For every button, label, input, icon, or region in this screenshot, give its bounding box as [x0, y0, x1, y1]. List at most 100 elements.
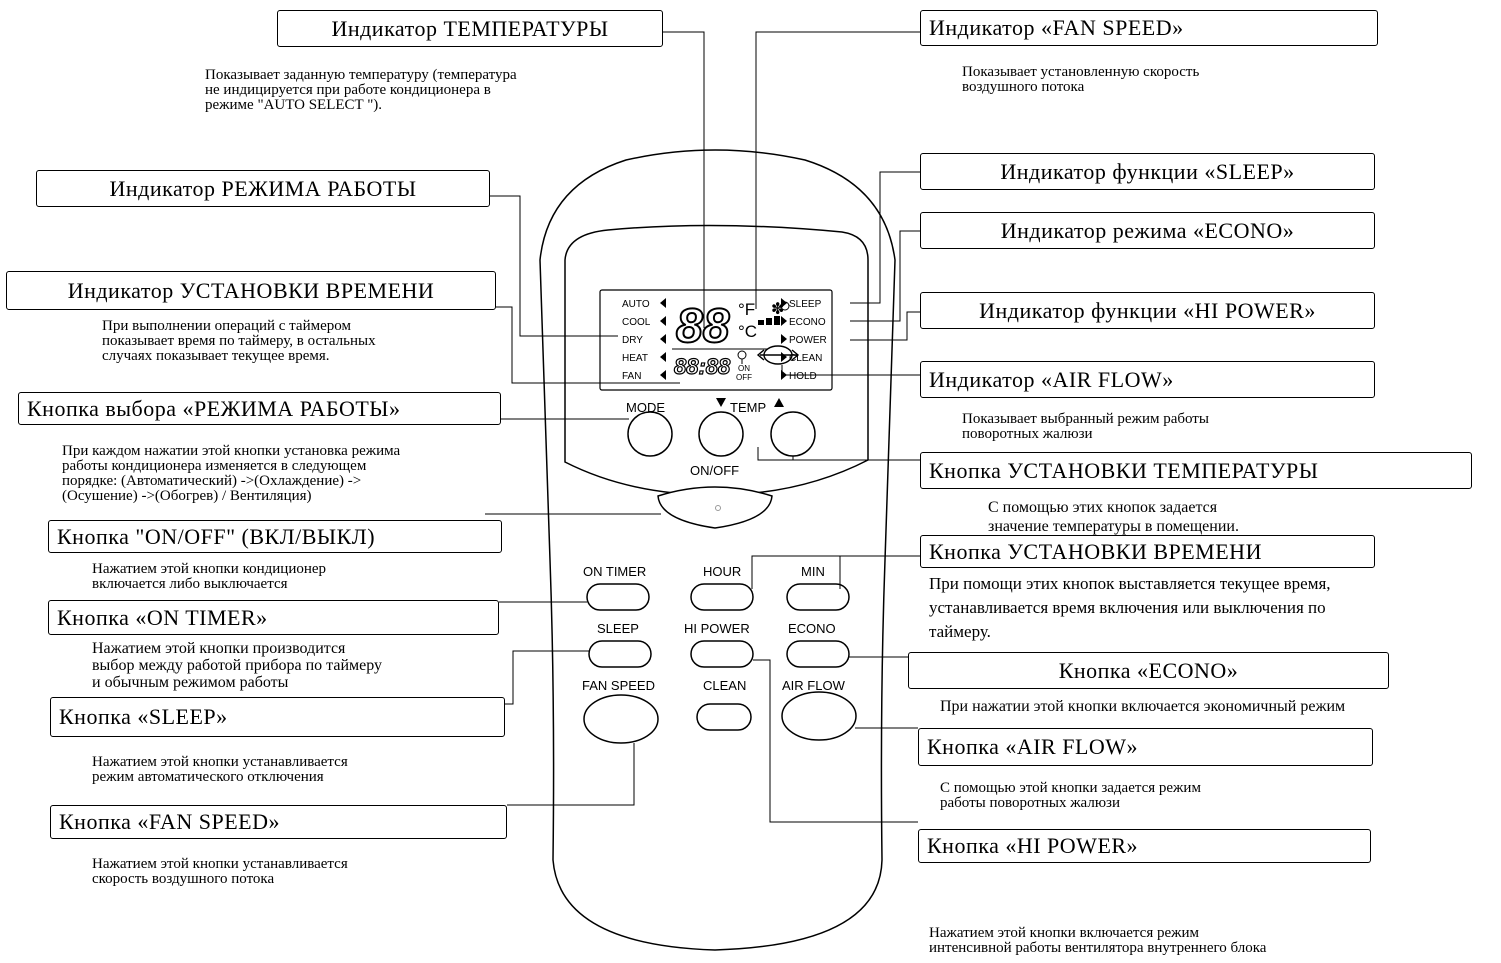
- desc-sleep-button: Нажатием этой кнопки устанавливается реж…: [92, 754, 348, 785]
- desc-airflow-button: С помощью этой кнопки задается режим раб…: [940, 780, 1201, 811]
- temp-button-label: TEMP: [730, 400, 766, 415]
- air-flow-button-label: AIR FLOW: [782, 678, 846, 693]
- arrow-left-icon: [660, 298, 666, 308]
- callout-time-indicator: Индикатор УСТАНОВКИ ВРЕМЕНИ: [6, 271, 496, 310]
- mode-button-label: MODE: [626, 400, 665, 415]
- leader-airflow-ind: [781, 365, 920, 376]
- sleep-button[interactable]: [588, 640, 652, 668]
- on-timer-button-label: ON TIMER: [583, 564, 646, 579]
- min-button[interactable]: [786, 583, 850, 611]
- arrow-left-icon: [660, 370, 666, 380]
- leader-hipower-btn: [753, 659, 918, 823]
- leader-time-btn-2: [751, 555, 840, 589]
- lcd-func-hold: HOLD: [789, 371, 817, 382]
- desc-time-button: При помощи этих кнопок выставляется теку…: [929, 574, 1331, 641]
- lcd-mode-arrows: [660, 298, 666, 380]
- desc-hipower-button: Нажатием этой кнопки включается режим ин…: [929, 925, 1267, 956]
- lcd-mode-labels: AUTO COOL DRY HEAT FAN: [622, 299, 651, 382]
- leader-sleep-ind: [850, 171, 920, 304]
- callout-airflow-button: Кнопка «AIR FLOW»: [918, 728, 1373, 766]
- leader-temp-ind: [663, 31, 705, 328]
- lcd-temp-unit-f: °F: [738, 300, 755, 319]
- callout-fanspeed-button: Кнопка «FAN SPEED»: [50, 805, 507, 839]
- leader-mode-ind: [490, 195, 618, 337]
- callout-temperature-button: Кнопка УСТАНОВКИ ТЕМПЕРАТУРЫ: [920, 452, 1472, 489]
- callout-temperature-indicator: Индикатор ТЕМПЕРАТУРЫ: [277, 10, 663, 47]
- arrow-left-icon: [660, 334, 666, 344]
- leader-lines: [485, 31, 920, 823]
- min-button-label: MIN: [801, 564, 825, 579]
- lcd-screen: [599, 289, 833, 391]
- callout-sleep-indicator: Индикатор функции «SLEEP»: [920, 153, 1375, 190]
- econo-button[interactable]: [786, 640, 850, 668]
- temp-up-arrow-icon: [774, 398, 784, 407]
- hour-button[interactable]: [690, 583, 754, 611]
- desc-temperature-button: С помощью этих кнопок задается значение …: [988, 499, 1239, 535]
- callout-econo-indicator: Индикатор режима «ECONO»: [920, 212, 1375, 249]
- temp-up-button[interactable]: [770, 411, 816, 457]
- callout-airflow-indicator: Индикатор «AIR FLOW»: [920, 361, 1375, 398]
- callout-hipower-indicator: Индикатор функции «HI POWER»: [920, 292, 1375, 329]
- desc-mode-button: При каждом нажатии этой кнопки установка…: [62, 443, 401, 504]
- lcd-time-digits: 88:88: [674, 354, 731, 379]
- lcd-timer-off: OFF: [736, 373, 752, 382]
- leader-fanspeed-btn: [507, 743, 635, 806]
- arrow-right-icon: [781, 316, 787, 326]
- lcd-mode-auto: AUTO: [622, 299, 650, 310]
- callout-econo-button: Кнопка «ECONO»: [908, 652, 1389, 689]
- fan-speed-bars-icon: [758, 316, 780, 325]
- mode-button[interactable]: [627, 411, 673, 457]
- clean-button-label: CLEAN: [703, 678, 746, 693]
- arrow-right-icon: [781, 334, 787, 344]
- sleep-button-label: SLEEP: [597, 621, 639, 636]
- callout-hipower-button: Кнопка «HI POWER»: [918, 829, 1371, 863]
- on-timer-button[interactable]: [586, 583, 650, 611]
- airflow-swing-icon: [756, 345, 800, 365]
- lcd-mode-cool: COOL: [622, 317, 651, 328]
- air-flow-button[interactable]: [781, 691, 857, 741]
- hour-button-label: HOUR: [703, 564, 741, 579]
- desc-fanspeed-button: Нажатием этой кнопки устанавливается ско…: [92, 856, 348, 887]
- fan-speed-button[interactable]: [583, 694, 659, 744]
- lcd-func-power: POWER: [789, 335, 827, 346]
- lcd-func-econo: ECONO: [789, 317, 826, 328]
- callout-onoff-button: Кнопка "ON/OFF" (ВКЛ/ВЫКЛ): [48, 520, 502, 553]
- arrow-left-icon: [660, 316, 666, 326]
- desc-time-indicator: При выполнении операций с таймером показ…: [102, 318, 376, 364]
- econo-button-label: ECONO: [788, 621, 836, 636]
- hi-power-button-label: HI POWER: [684, 621, 750, 636]
- callout-ontimer-button: Кнопка «ON TIMER»: [48, 600, 499, 635]
- timer-icon: [737, 350, 747, 364]
- lcd-function-labels: SLEEP ECONO POWER CLEAN HOLD: [789, 299, 827, 382]
- fan-speed-button-label: FAN SPEED: [582, 678, 655, 693]
- temp-down-arrow-icon: [716, 398, 726, 407]
- power-dot-icon: [715, 505, 721, 511]
- leader-temp-btn: [757, 447, 920, 461]
- lcd-temp-unit-c: °C: [738, 322, 757, 341]
- clean-button[interactable]: [696, 703, 752, 731]
- onoff-button[interactable]: [657, 486, 773, 529]
- desc-onoff-button: Нажатием этой кнопки кондиционер включае…: [92, 561, 327, 592]
- callout-fan-speed-indicator: Индикатор «FAN SPEED»: [920, 10, 1378, 46]
- leader-econo-ind: [850, 230, 920, 322]
- arrow-right-icon: [781, 352, 787, 362]
- temp-down-button[interactable]: [698, 411, 744, 457]
- desc-ontimer-button: Нажатием этой кнопки производится выбор …: [92, 640, 383, 691]
- arrow-left-icon: [660, 352, 666, 362]
- lcd-mode-heat: HEAT: [622, 353, 648, 364]
- hi-power-button[interactable]: [690, 640, 754, 668]
- leader-hipower-ind: [850, 311, 920, 341]
- leader-sleep-btn: [505, 650, 589, 705]
- lcd-timer-on: ON: [738, 364, 750, 373]
- lcd-func-clean: CLEAN: [789, 353, 822, 364]
- leader-fan-speed-ind: [755, 31, 920, 309]
- desc-temperature-indicator: Показывает заданную температуру (темпера…: [205, 67, 517, 113]
- lcd-func-sleep: SLEEP: [789, 299, 822, 310]
- callout-sleep-button: Кнопка «SLEEP»: [50, 697, 505, 737]
- leader-time-ind: [496, 306, 680, 384]
- lcd-temp-digits: 88: [676, 300, 730, 353]
- arrow-right-icon: [781, 298, 787, 308]
- callout-time-button: Кнопка УСТАНОВКИ ВРЕМЕНИ: [920, 535, 1375, 568]
- callout-mode-indicator: Индикатор РЕЖИМА РАБОТЫ: [36, 170, 490, 207]
